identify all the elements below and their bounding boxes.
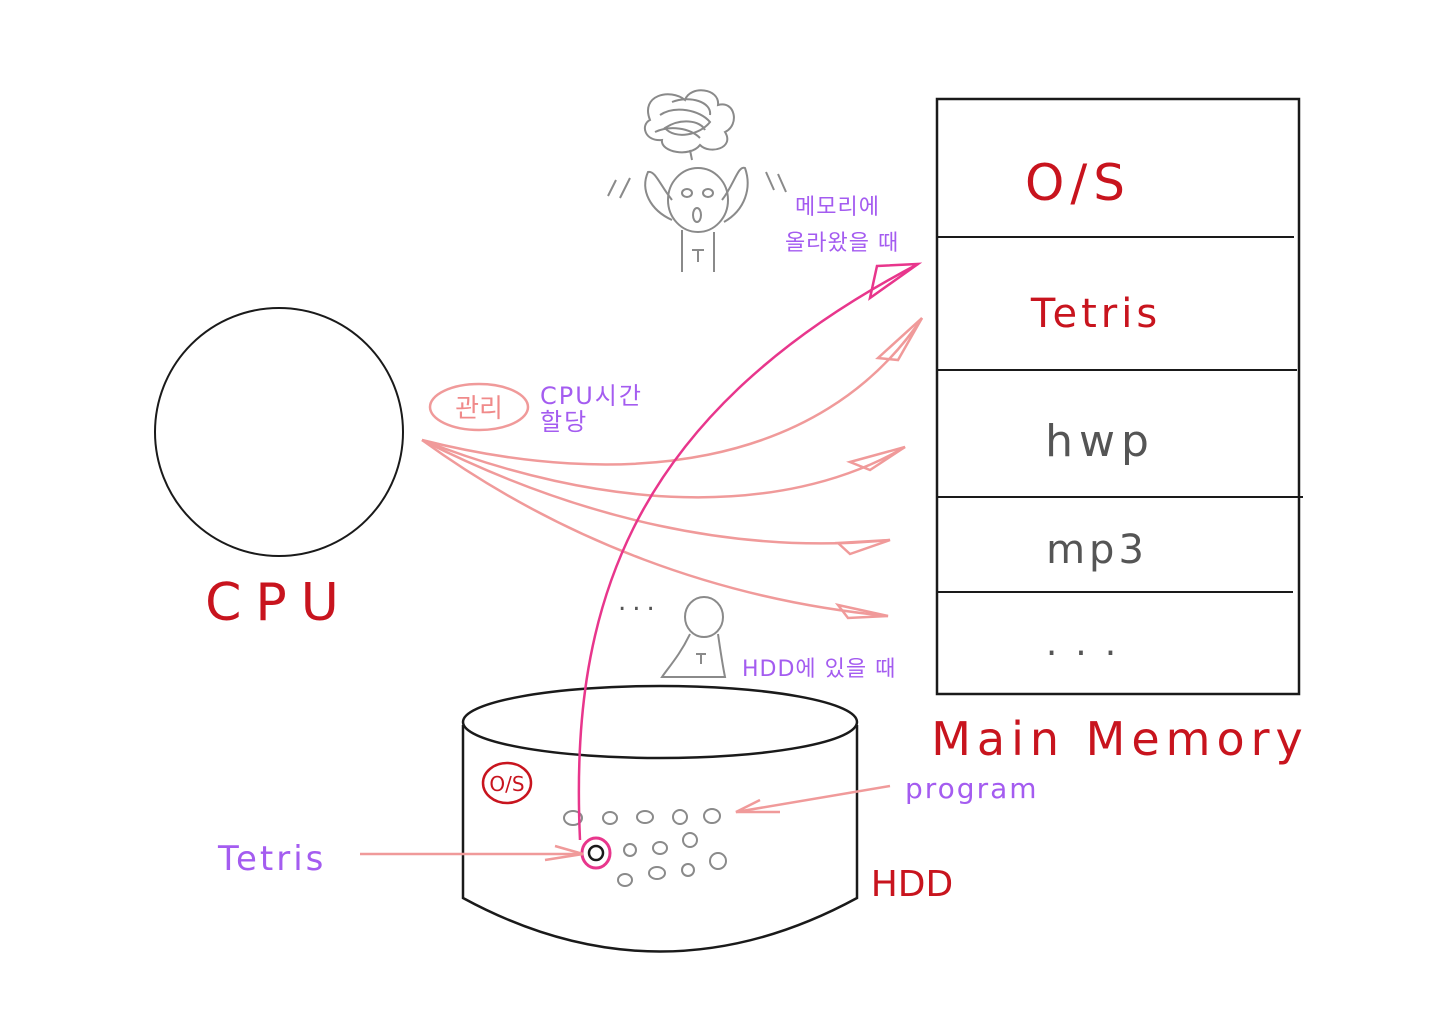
program-label: program	[905, 772, 1039, 805]
program-dot	[617, 873, 633, 887]
tetris-program-dot	[587, 844, 605, 862]
load-to-memory-arrow	[577, 262, 919, 841]
cpu-allocation-arrows	[421, 317, 924, 620]
program-pointer-line	[735, 784, 891, 814]
allocation-arrow-tetris	[421, 317, 924, 466]
allocation-arrow-head	[834, 603, 889, 620]
program-dot	[623, 843, 637, 857]
main-memory: O/S Tetris hwp mp3 ...	[935, 97, 1303, 696]
manage-badge-outline	[428, 382, 530, 432]
program-dot	[672, 809, 688, 825]
program-dots	[563, 808, 727, 887]
idle-dots: ...	[618, 587, 661, 617]
tetris-pointer-head	[544, 844, 584, 862]
figure-head	[667, 167, 729, 233]
allocation-arrow-head	[875, 317, 924, 362]
program-pointer-head	[735, 798, 780, 814]
idle-figure-mark	[696, 653, 706, 664]
cpu-time-note-line2: 할당	[540, 408, 588, 436]
figure-eye	[702, 188, 714, 198]
program-dot	[682, 832, 698, 848]
program-dot	[602, 811, 618, 825]
figure-mark	[692, 249, 704, 262]
memory-slot-hwp: hwp	[1045, 416, 1155, 467]
program-dot	[636, 810, 654, 824]
allocation-arrow-more	[421, 438, 889, 618]
program-dot	[563, 810, 583, 826]
program-dot	[709, 852, 727, 870]
allocation-arrow-head	[846, 445, 906, 472]
memory-slot-tetris: Tetris	[1030, 291, 1161, 337]
stressed-figure-drawing	[607, 89, 787, 272]
hdd-body	[461, 725, 859, 953]
program-dot	[703, 808, 721, 824]
memory-slot-os: O/S	[1025, 154, 1131, 212]
hdd-label: HDD	[871, 864, 954, 905]
hdd-cylinder	[461, 684, 859, 953]
figure-left-arm	[644, 170, 673, 221]
tetris-program-highlight	[580, 836, 612, 870]
idle-figure-body	[660, 633, 727, 678]
figure-body	[681, 230, 715, 272]
tetris-label: Tetris	[217, 839, 326, 879]
program-dot	[648, 866, 666, 880]
hdd-top	[461, 684, 859, 760]
figure-eye	[681, 188, 693, 198]
program-dot	[652, 841, 668, 855]
cpu-time-note-line1: CPU시간	[540, 382, 643, 410]
os-badge-label: O/S	[489, 772, 524, 796]
motion-lines	[607, 171, 787, 199]
allocation-arrow-hwp	[421, 438, 906, 499]
figure-right-arm	[721, 166, 749, 223]
memory-slot-more: ...	[1046, 623, 1134, 664]
cpu-label: CPU	[205, 573, 353, 633]
scribble-cloud	[654, 98, 712, 139]
manage-badge-label: 관리	[455, 394, 503, 424]
main-memory-label: Main Memory	[931, 712, 1309, 766]
memory-outline	[935, 97, 1301, 696]
allocation-arrow-mp3	[421, 438, 891, 545]
memory-slot-mp3: mp3	[1046, 527, 1148, 573]
on-hdd-note: HDD에 있을 때	[742, 657, 896, 682]
figure-mouth	[692, 207, 702, 223]
cpu-circle	[154, 307, 404, 557]
idle-figure-head	[684, 596, 724, 638]
scribble-stem	[689, 149, 693, 161]
load-to-memory-arrow-head	[868, 262, 923, 301]
program-dot	[681, 863, 695, 877]
on-memory-note-line1: 메모리에	[795, 195, 880, 220]
scribble-cloud	[659, 108, 712, 136]
os-badge-circle	[481, 761, 533, 805]
allocation-arrow-head	[834, 538, 891, 556]
idle-figure-drawing	[660, 596, 727, 678]
on-memory-note-line2: 올라왔을 때	[785, 231, 899, 256]
